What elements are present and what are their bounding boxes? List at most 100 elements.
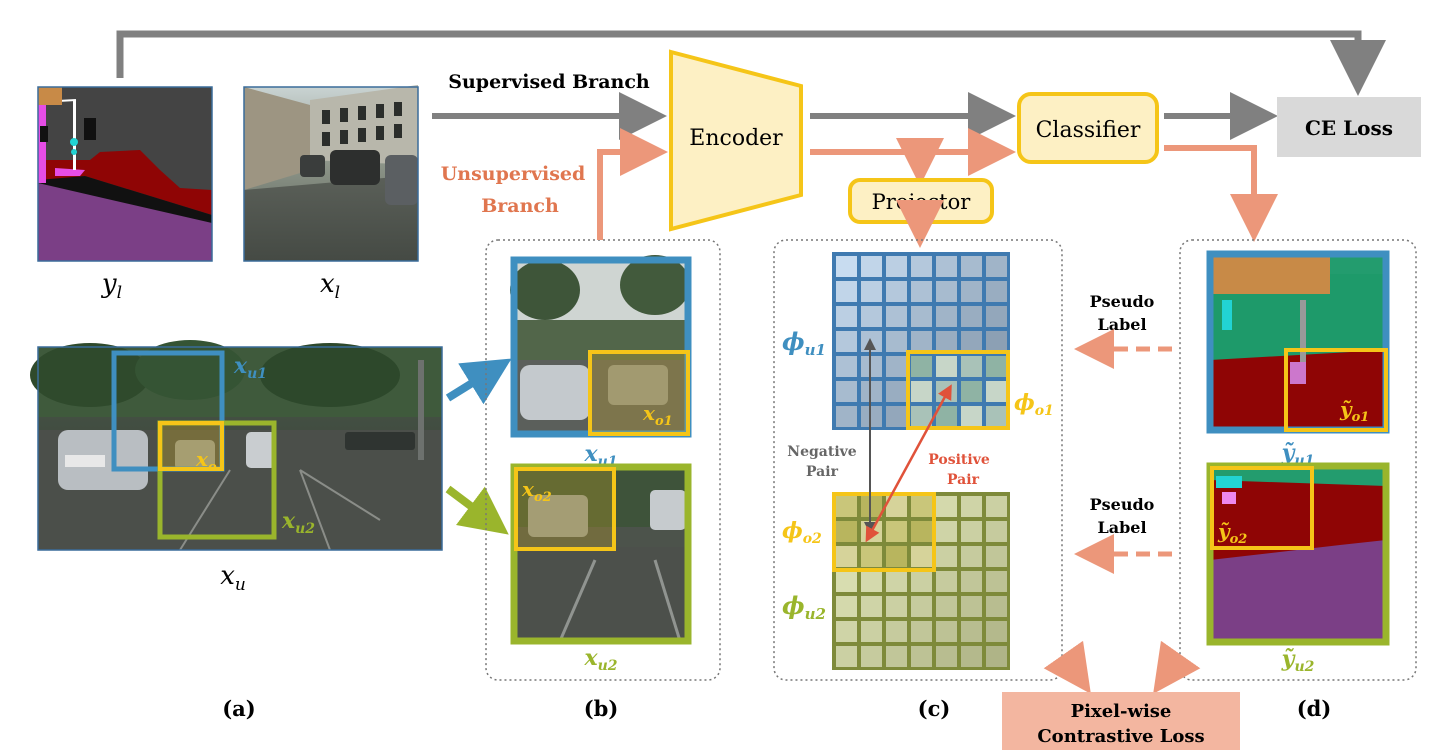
feature-cell xyxy=(911,646,932,667)
encoder-label: Encoder xyxy=(689,126,783,151)
feature-cell xyxy=(911,496,932,517)
feature-cell xyxy=(836,496,857,517)
feature-cell xyxy=(836,521,857,542)
feature-cell xyxy=(861,381,882,402)
feature-cell xyxy=(936,521,957,542)
feature-cell xyxy=(936,546,957,567)
math-y-u2: ỹu2 xyxy=(1281,646,1315,675)
feature-cell xyxy=(861,281,882,302)
label-pseudo-top-1: Pseudo xyxy=(1090,292,1155,311)
feature-cell xyxy=(961,596,982,617)
feature-grid-phi-u2 xyxy=(832,492,1010,670)
math-x-o2: xo2 xyxy=(521,477,552,505)
feature-cell xyxy=(861,306,882,327)
feature-cell xyxy=(986,521,1007,542)
overlap-box-yo1 xyxy=(1284,348,1388,432)
positive-pair-arrow xyxy=(865,384,952,543)
feature-cell xyxy=(936,596,957,617)
feature-cell xyxy=(861,571,882,592)
feature-cell xyxy=(961,521,982,542)
label-pseudo-bottom-1: Pseudo xyxy=(1090,495,1155,514)
classifier-label: Classifier xyxy=(1036,118,1141,143)
encoder-block xyxy=(669,49,803,232)
feature-cell xyxy=(961,256,982,277)
feature-cell xyxy=(961,406,982,427)
feature-cell xyxy=(911,596,932,617)
label-negative-1: Negative xyxy=(787,444,856,460)
gt-loop-arrow xyxy=(116,30,1386,96)
label-negative-2: Pair xyxy=(806,464,839,480)
feature-cell xyxy=(861,646,882,667)
feature-cell xyxy=(911,306,932,327)
feature-cell xyxy=(986,571,1007,592)
math-x-u2-b: xu2 xyxy=(583,645,617,674)
feature-cell xyxy=(936,331,957,352)
feature-cell xyxy=(886,281,907,302)
label-unsupervised-1: Unsupervised xyxy=(441,163,586,185)
feature-cell xyxy=(861,621,882,642)
projector-label: Projector xyxy=(872,190,972,214)
math-x-o: xo xyxy=(195,447,217,475)
math-x-u1-a: xu1 xyxy=(233,353,267,382)
classifier-block xyxy=(1017,92,1159,164)
feature-cell xyxy=(961,571,982,592)
overlap-box-xo1 xyxy=(588,350,690,436)
feature-cell xyxy=(986,381,1007,402)
feature-cell xyxy=(936,306,957,327)
panel-label-d: (d) xyxy=(1297,696,1332,721)
feature-cell xyxy=(936,356,957,377)
pseudo-label-map-u2 xyxy=(1206,462,1390,646)
feature-cell xyxy=(836,381,857,402)
feature-cell xyxy=(861,496,882,517)
feature-cell xyxy=(911,256,932,277)
feature-cell xyxy=(986,646,1007,667)
feature-cell xyxy=(886,406,907,427)
feature-cell xyxy=(861,596,882,617)
feature-cell xyxy=(986,596,1007,617)
feature-cell xyxy=(836,406,857,427)
overlap-box-xo2 xyxy=(514,467,616,551)
feature-cell xyxy=(986,496,1007,517)
label-positive-1: Positive xyxy=(928,452,990,468)
feature-cell xyxy=(886,306,907,327)
pixel-loss-block xyxy=(1002,692,1240,750)
feature-cell xyxy=(911,381,932,402)
panel-c-frame xyxy=(773,239,1063,681)
math-x-l: xl xyxy=(320,269,340,303)
feature-cell xyxy=(886,256,907,277)
feature-cell xyxy=(861,406,882,427)
pseudo-label-map-u1 xyxy=(1206,250,1390,434)
panel-label-a: (a) xyxy=(222,696,255,721)
feature-cell xyxy=(886,546,907,567)
feature-cell xyxy=(936,571,957,592)
feature-grid-phi-u1 xyxy=(832,252,1010,430)
arrow-classifier-to-pseudo xyxy=(1164,145,1278,242)
arrow-c-to-loss xyxy=(1043,640,1091,694)
feature-cell xyxy=(961,356,982,377)
feature-cell xyxy=(986,406,1007,427)
feature-cell xyxy=(936,281,957,302)
feature-cell xyxy=(836,646,857,667)
feature-cell xyxy=(836,546,857,567)
feature-cell xyxy=(911,331,932,352)
feature-cell xyxy=(886,356,907,377)
ce-loss-label: CE Loss xyxy=(1305,116,1393,140)
feature-cell xyxy=(936,256,957,277)
panel-d-frame xyxy=(1179,239,1417,681)
feature-cell xyxy=(911,571,932,592)
math-x-u: xu xyxy=(220,561,246,595)
overlap-box-xo xyxy=(158,421,224,471)
feature-cell xyxy=(961,331,982,352)
feature-cell xyxy=(886,596,907,617)
feature-cell xyxy=(961,621,982,642)
feature-cell xyxy=(886,331,907,352)
arrow-unsupervised-to-encoder xyxy=(597,128,668,240)
label-unsupervised-2: Branch xyxy=(481,195,559,217)
crop-arrow-blue xyxy=(445,358,512,405)
feature-cell xyxy=(961,381,982,402)
math-phi-o2: ϕo2 xyxy=(782,518,822,547)
feature-cell xyxy=(836,596,857,617)
feature-cell xyxy=(961,281,982,302)
